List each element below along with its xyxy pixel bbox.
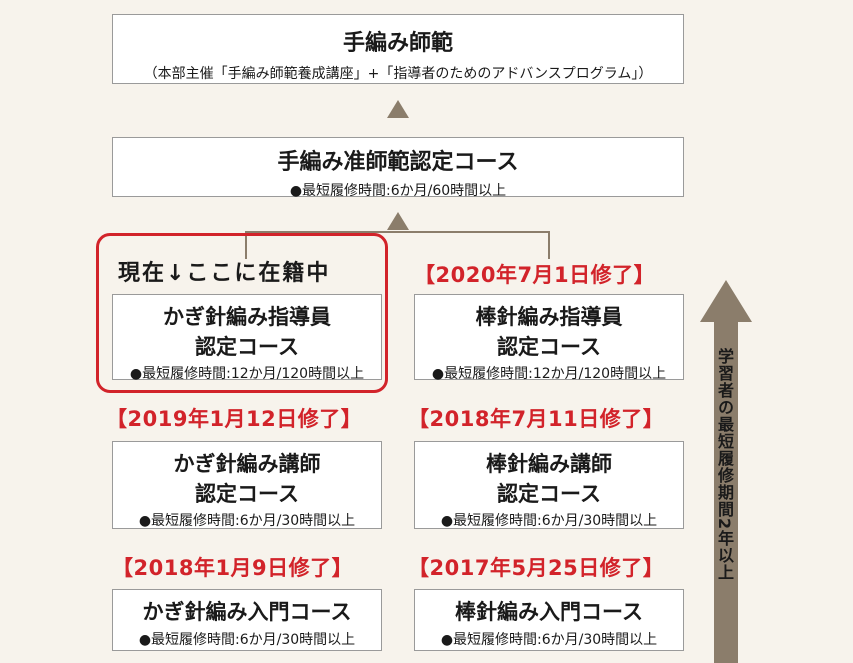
connector-horizontal [245, 231, 550, 233]
knit-instructor-requirement: ●最短履修時間:12か月/120時間以上 [431, 366, 667, 382]
knit-intro-title: 棒針編み入門コース [455, 600, 643, 624]
connector-left-drop [245, 231, 247, 259]
knit-instructor-box: 棒針編み指導員 認定コース ●最短履修時間:12か月/120時間以上 [414, 294, 684, 382]
knit-lecturer-box: 棒針編み講師 認定コース ●最短履修時間:6か月/30時間以上 [414, 441, 684, 529]
knit-intro-requirement: ●最短履修時間:6か月/30時間以上 [440, 632, 658, 648]
side-arrow-label: 学習者の最短履修期間2年以上 [715, 348, 734, 582]
current-enrollment-label: 現在↓ここに在籍中 [118, 261, 331, 286]
knit-lecturer-title-line2: 認定コース [497, 482, 601, 506]
knit-lecturer-completed: 【2018年7月11日修了】 [408, 407, 665, 431]
associate-title: 手編み准師範認定コース [277, 150, 519, 175]
knit-instructor-title-line2: 認定コース [497, 335, 601, 359]
crochet-instructor-box: かぎ針編み指導員 認定コース ●最短履修時間:12か月/120時間以上 [112, 294, 382, 382]
crochet-lecturer-title-line2: 認定コース [195, 482, 299, 506]
associate-requirement: ●最短履修時間:6か月/60時間以上 [289, 183, 507, 199]
crochet-lecturer-box: かぎ針編み講師 認定コース ●最短履修時間:6か月/30時間以上 [112, 441, 382, 529]
crochet-instructor-title-line1: かぎ針編み指導員 [163, 305, 331, 329]
crochet-lecturer-requirement: ●最短履修時間:6か月/30時間以上 [138, 513, 356, 529]
master-box: 手編み師範 （本部主催「手編み師範養成講座」+「指導者のためのアドバンスプログラ… [112, 14, 684, 84]
master-subtitle: （本部主催「手編み師範養成講座」+「指導者のためのアドバンスプログラム」） [143, 66, 653, 82]
knit-instructor-completed: 【2020年7月1日修了】 [414, 263, 656, 287]
knit-lecturer-title-line1: 棒針編み講師 [486, 452, 612, 476]
crochet-lecturer-title-line1: かぎ針編み講師 [173, 452, 321, 476]
current-enrollment-highlight [96, 233, 388, 393]
arrow-up-to-master [387, 100, 409, 118]
arrow-up-to-associate [387, 212, 409, 230]
crochet-intro-title: かぎ針編み入門コース [142, 600, 352, 624]
master-title: 手編み師範 [342, 31, 453, 56]
knit-intro-box: 棒針編み入門コース ●最短履修時間:6か月/30時間以上 [414, 589, 684, 651]
crochet-intro-requirement: ●最短履修時間:6か月/30時間以上 [138, 632, 356, 648]
crochet-instructor-title-line2: 認定コース [195, 335, 299, 359]
knit-instructor-title-line1: 棒針編み指導員 [475, 305, 623, 329]
associate-box: 手編み准師範認定コース ●最短履修時間:6か月/60時間以上 [112, 137, 684, 199]
crochet-lecturer-completed: 【2019年1月12日修了】 [106, 407, 363, 431]
crochet-intro-box: かぎ針編み入門コース ●最短履修時間:6か月/30時間以上 [112, 589, 382, 651]
connector-right-drop [548, 231, 550, 259]
knit-intro-completed: 【2017年5月25日修了】 [408, 556, 665, 580]
side-progress-arrow [700, 280, 752, 663]
knit-lecturer-requirement: ●最短履修時間:6か月/30時間以上 [440, 513, 658, 529]
crochet-instructor-requirement: ●最短履修時間:12か月/120時間以上 [129, 366, 365, 382]
side-arrow-shape [700, 280, 752, 663]
crochet-intro-completed: 【2018年1月9日修了】 [112, 556, 354, 580]
